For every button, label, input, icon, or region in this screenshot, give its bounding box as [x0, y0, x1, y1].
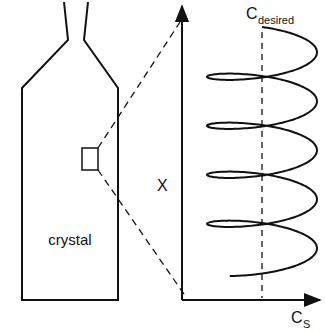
concentration-curve	[207, 27, 317, 276]
axis-label: X	[157, 178, 168, 194]
cs-axis	[182, 299, 320, 301]
zoom-line	[98, 22, 180, 148]
crystal-outline: crystal	[14, 0, 124, 304]
crystal-shape	[14, 0, 124, 304]
node-label: crystal	[48, 232, 91, 247]
sample-region	[82, 148, 98, 170]
crystal-border	[22, 2, 118, 300]
axis-label: C	[246, 6, 258, 22]
axis-label: C	[291, 310, 303, 326]
x-axis	[181, 6, 183, 300]
desired-line	[261, 32, 262, 298]
zoom-line	[98, 170, 186, 297]
subscript: desired	[258, 15, 294, 26]
subscript: S	[303, 319, 310, 330]
